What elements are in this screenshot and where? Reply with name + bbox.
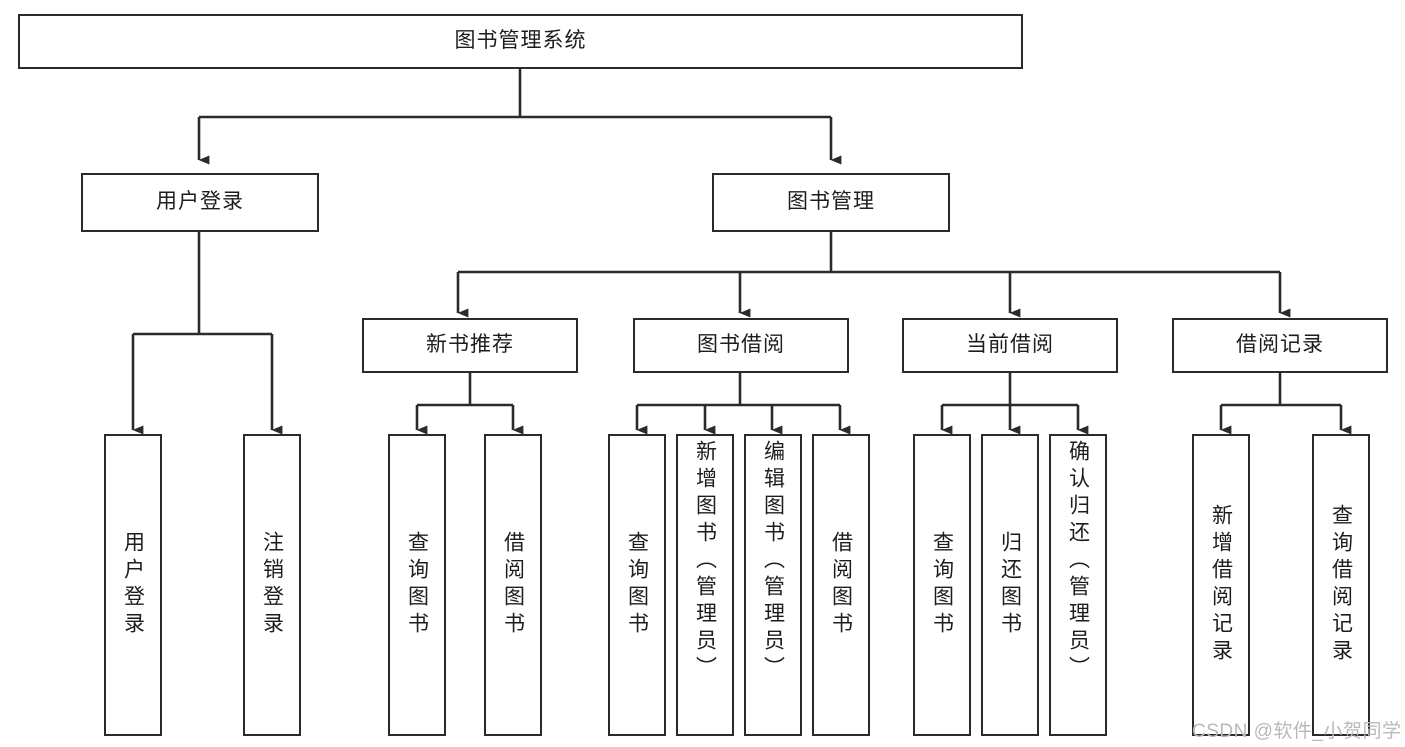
- leaf-book-borrow-4-label: 借阅图书: [829, 531, 853, 639]
- leaf-user-login-2[interactable]: 注销登录: [243, 434, 301, 736]
- node-borrow-record-label: 借阅记录: [1236, 333, 1324, 357]
- leaf-user-login-2-label: 注销登录: [260, 531, 284, 639]
- leaf-book-borrow-4[interactable]: 借阅图书: [812, 434, 870, 736]
- leaf-book-borrow-2[interactable]: 新增图书（管理员）: [676, 434, 734, 736]
- node-new-book-rec[interactable]: 新书推荐: [362, 318, 578, 373]
- node-user-login[interactable]: 用户登录: [81, 173, 319, 232]
- node-book-borrow-label: 图书借阅: [697, 333, 785, 357]
- leaf-borrow-record-1-label: 新增借阅记录: [1209, 504, 1233, 666]
- node-book-manage[interactable]: 图书管理: [712, 173, 950, 232]
- node-root-label: 图书管理系统: [454, 29, 587, 53]
- leaf-book-borrow-3[interactable]: 编辑图书（管理员）: [744, 434, 802, 736]
- leaf-book-borrow-2-label: 新增图书（管理员）: [693, 440, 717, 683]
- node-borrow-record[interactable]: 借阅记录: [1172, 318, 1388, 373]
- leaf-borrow-record-2-label: 查询借阅记录: [1329, 504, 1353, 666]
- leaf-current-borrow-1-label: 查询图书: [930, 531, 954, 639]
- node-user-login-label: 用户登录: [156, 190, 244, 214]
- leaf-current-borrow-2[interactable]: 归还图书: [981, 434, 1039, 736]
- leaf-current-borrow-2-label: 归还图书: [998, 531, 1022, 639]
- node-current-borrow-label: 当前借阅: [966, 333, 1054, 357]
- csdn-watermark: CSDN @软件_小贺同学: [1192, 721, 1402, 742]
- node-new-book-rec-label: 新书推荐: [426, 333, 514, 357]
- leaf-new-book-rec-1-label: 查询图书: [405, 531, 429, 639]
- leaf-current-borrow-1[interactable]: 查询图书: [913, 434, 971, 736]
- leaf-current-borrow-3-label: 确认归还（管理员）: [1066, 440, 1090, 683]
- node-book-manage-label: 图书管理: [787, 190, 875, 214]
- leaf-new-book-rec-2-label: 借阅图书: [501, 531, 525, 639]
- node-root[interactable]: 图书管理系统: [18, 14, 1023, 69]
- leaf-book-borrow-1-label: 查询图书: [625, 531, 649, 639]
- leaf-user-login-1-label: 用户登录: [121, 531, 145, 639]
- leaf-user-login-1[interactable]: 用户登录: [104, 434, 162, 736]
- node-current-borrow[interactable]: 当前借阅: [902, 318, 1118, 373]
- leaf-new-book-rec-1[interactable]: 查询图书: [388, 434, 446, 736]
- leaf-current-borrow-3[interactable]: 确认归还（管理员）: [1049, 434, 1107, 736]
- leaf-book-borrow-1[interactable]: 查询图书: [608, 434, 666, 736]
- leaf-borrow-record-1[interactable]: 新增借阅记录: [1192, 434, 1250, 736]
- leaf-new-book-rec-2[interactable]: 借阅图书: [484, 434, 542, 736]
- leaf-borrow-record-2[interactable]: 查询借阅记录: [1312, 434, 1370, 736]
- node-book-borrow[interactable]: 图书借阅: [633, 318, 849, 373]
- leaf-book-borrow-3-label: 编辑图书（管理员）: [761, 440, 785, 683]
